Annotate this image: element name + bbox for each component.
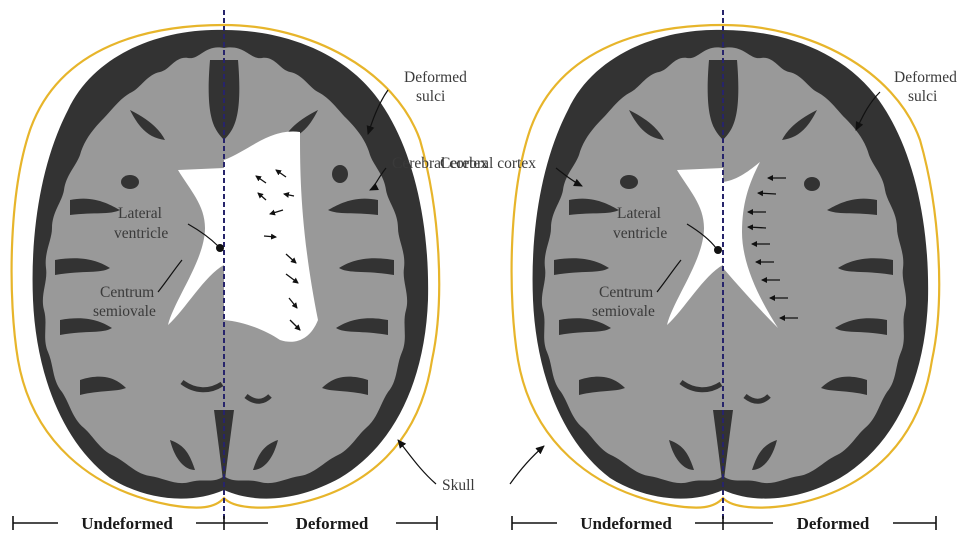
label-lateral-ventricle-1: Lateral — [118, 205, 162, 222]
cortical-spot — [332, 165, 348, 183]
label-undeformed-right: Undeformed — [580, 514, 672, 533]
panel-right: Deformed sulci Cerebral cortex Lateral v… — [440, 10, 957, 533]
cortical-spot — [121, 175, 139, 189]
panel-left: Deformed sulci Cerebral cortex Lateral v… — [12, 10, 489, 533]
label-centrum-semiovale-2: semiovale — [93, 303, 156, 320]
label-lateral-ventricle-1: Lateral — [617, 205, 661, 222]
label-lateral-ventricle-2: ventricle — [613, 225, 667, 242]
label-cerebral-cortex: Cerebral cortex — [440, 155, 536, 172]
leader-skull-left — [398, 440, 436, 484]
label-centrum-semiovale-2: semiovale — [592, 303, 655, 320]
cortical-spot — [620, 175, 638, 189]
label-deformed-left: Deformed — [296, 514, 369, 533]
leader-skull-right — [510, 446, 544, 484]
label-centrum-semiovale-1: Centrum — [599, 284, 653, 301]
label-centrum-semiovale-1: Centrum — [100, 284, 154, 301]
cortical-spot — [804, 177, 820, 191]
lateral-ventricle-dot — [216, 244, 224, 252]
label-deformed-sulci-1: Deformed — [894, 69, 957, 86]
label-deformed-right: Deformed — [797, 514, 870, 533]
label-skull: Skull — [442, 477, 475, 494]
label-deformed-sulci-1: Deformed — [404, 69, 467, 86]
label-deformed-sulci-2: sulci — [416, 88, 446, 105]
label-lateral-ventricle-2: ventricle — [114, 225, 168, 242]
label-deformed-sulci-2: sulci — [908, 88, 938, 105]
label-undeformed-left: Undeformed — [81, 514, 173, 533]
lateral-ventricle-dot — [714, 246, 722, 254]
